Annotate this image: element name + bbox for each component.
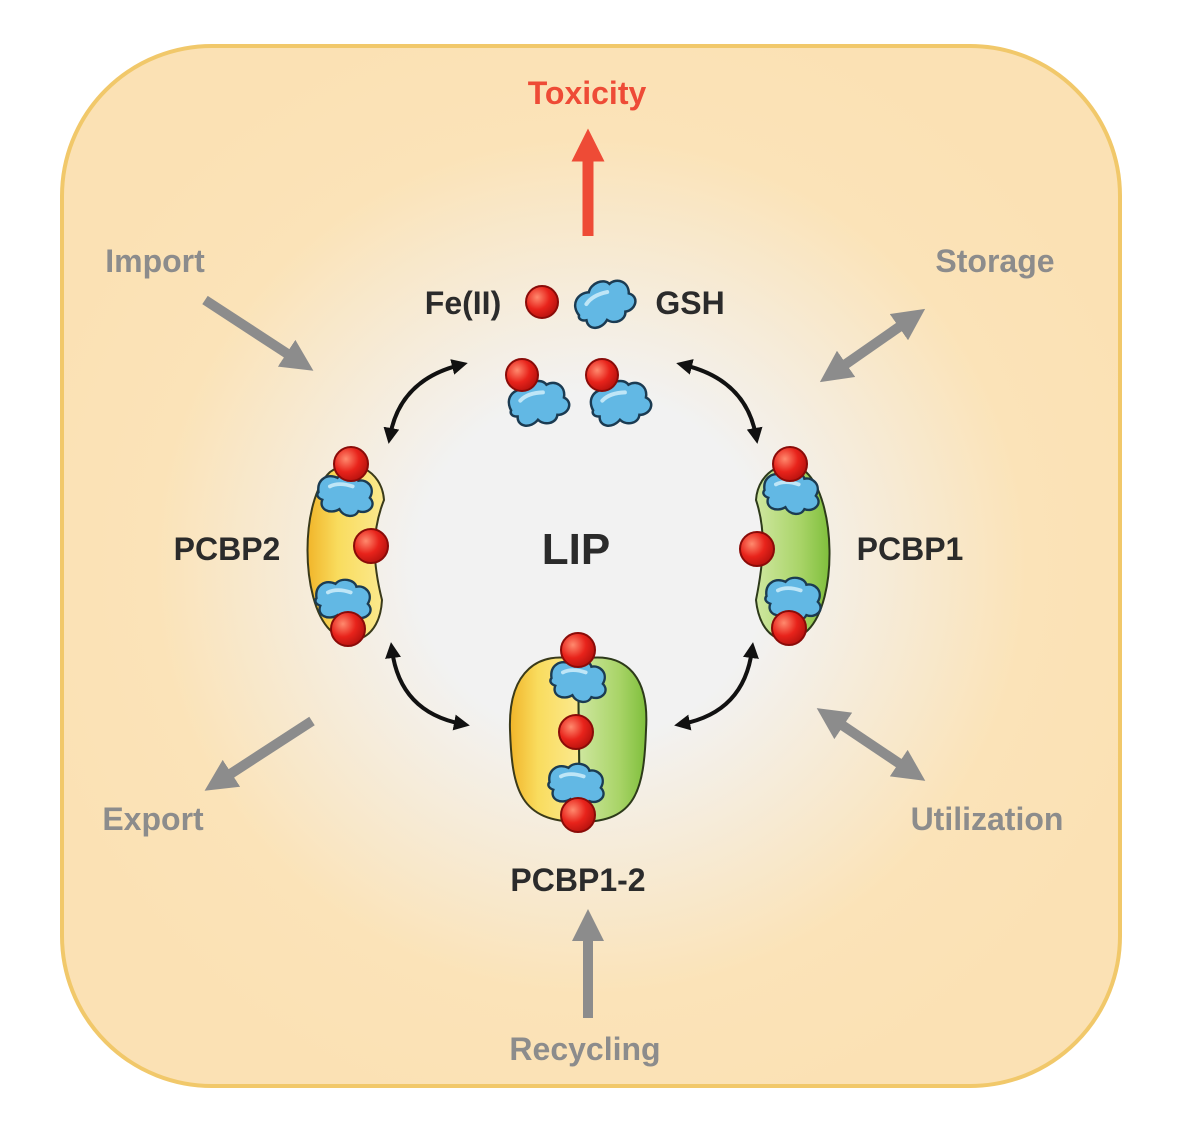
- storage-label: Storage: [935, 243, 1054, 279]
- cycle-arrow-top-right: [676, 359, 763, 444]
- cycle-arrow-bottom-left: [385, 642, 470, 731]
- import-label: Import: [105, 243, 205, 279]
- gsh-label: GSH: [655, 285, 724, 321]
- recycling-label: Recycling: [509, 1031, 660, 1067]
- pcbp1-label: PCBP1: [857, 531, 964, 567]
- import-arrow: [202, 295, 314, 371]
- pcbp2-label: PCBP2: [174, 531, 281, 567]
- utilization-arrow: [816, 708, 926, 781]
- toxicity-label: Toxicity: [528, 75, 647, 111]
- pcbp1-2-label: PCBP1-2: [510, 862, 645, 898]
- cell-boundary: [60, 44, 1122, 1088]
- cycle-arrow-bottom-right: [674, 642, 759, 731]
- iron-complex-right: [585, 358, 619, 392]
- fe-label: Fe(II): [425, 285, 501, 321]
- storage-arrow: [819, 308, 926, 383]
- lip-label: LIP: [542, 525, 610, 574]
- export-label: Export: [102, 801, 204, 837]
- pcbp1-2-protein: [508, 632, 648, 833]
- export-arrow: [204, 716, 315, 791]
- iron-complex-left: [505, 358, 539, 392]
- utilization-label: Utilization: [911, 801, 1064, 837]
- pcbp2-protein: [306, 446, 389, 647]
- iron-free: [525, 285, 559, 319]
- cycle-arrow-top-left: [383, 359, 468, 444]
- pcbp1-protein: [739, 446, 831, 646]
